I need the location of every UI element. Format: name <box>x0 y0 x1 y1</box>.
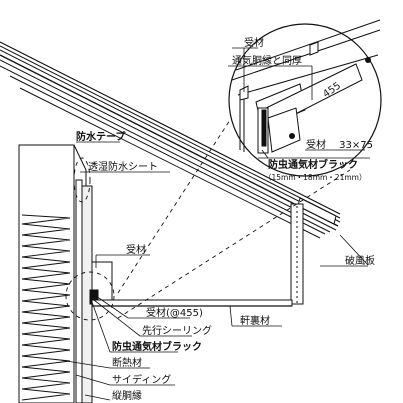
label-uke-pitch: 受材(@455) <box>146 306 203 319</box>
label-furring: 縦胴縁 <box>112 389 142 402</box>
label-sealing: 先行シーリング <box>142 324 212 337</box>
magnified-detail-callout <box>228 19 382 177</box>
label-waterproof-tape: 防水テープ <box>76 130 126 143</box>
label-insulation: 断熱材 <box>112 356 142 369</box>
label-uke-mid: 受材 <box>126 243 146 256</box>
label-soffit: 軒裏材 <box>240 314 270 327</box>
label-uke-top: 受材 <box>244 36 264 49</box>
projection-lines <box>65 119 351 321</box>
label-bracket-sizes: （15mm・18mm・21mm） <box>264 173 366 182</box>
label-flush-with-furring: 通気胴縁と同厚 <box>232 54 302 67</box>
label-uke-size: 受材 33×75 <box>306 138 373 151</box>
label-siding: サイディング <box>112 373 171 386</box>
roof-layers <box>0 41 341 239</box>
label-fascia: 破風板 <box>345 254 375 267</box>
leader-lines <box>59 47 370 401</box>
soffit-assembly <box>89 261 293 307</box>
fascia-board <box>290 197 337 305</box>
label-moisture-sheet: 透湿防水シート <box>88 160 158 173</box>
label-vent-bracket-top: 防虫通気材ブラック <box>268 158 358 171</box>
wall-section <box>18 144 93 403</box>
label-vent-bracket-bottom: 防虫通気材ブラック <box>112 340 202 353</box>
